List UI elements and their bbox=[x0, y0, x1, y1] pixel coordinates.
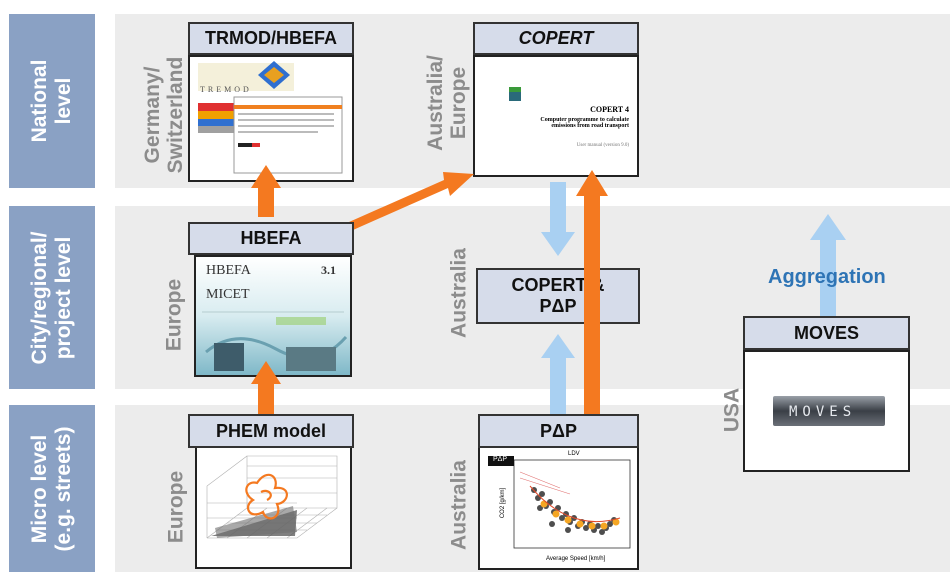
national-level-bar: National level bbox=[9, 14, 95, 188]
pdp-to-combined-arrow bbox=[541, 334, 575, 414]
pdp-cover-xlabel: Average Speed [km/h] bbox=[546, 556, 606, 562]
copert-header: COPERT bbox=[473, 22, 639, 55]
trmod-cover-art bbox=[198, 61, 343, 174]
aggregation-arrow bbox=[810, 214, 846, 316]
copert-cover-subtitle: Computer programme to calculate emission… bbox=[540, 117, 629, 129]
hbefa-to-copert-arrow bbox=[349, 172, 474, 230]
hbefa-cover-micet: MICET bbox=[206, 287, 250, 302]
moves-cover: MOVES bbox=[743, 350, 910, 472]
hbefa-cover-version: 3.1 bbox=[321, 263, 336, 277]
phem-cover bbox=[195, 446, 352, 569]
trmod-cover-word: TREMOD bbox=[200, 85, 252, 94]
pdp-cover-chart-title: LDV bbox=[568, 451, 580, 457]
pdp-cover: PΔP LDV Average Speed [km/h] CO2 [g/km] bbox=[478, 446, 639, 570]
pdp-header: PΔP bbox=[478, 414, 639, 448]
phem-header: PHEM model bbox=[188, 414, 354, 448]
hbefa-cover-title: HBEFA bbox=[206, 263, 251, 278]
hbefa-cover-art bbox=[196, 257, 350, 375]
pdp-cover-tag: PΔP bbox=[493, 456, 508, 463]
copert-to-combined-arrow bbox=[541, 182, 575, 256]
moves-cover-logo: MOVES bbox=[789, 404, 857, 420]
phem-plot-art bbox=[206, 455, 338, 539]
aggregation-label: Aggregation bbox=[768, 266, 886, 288]
copert-cover-title: COPERT 4 bbox=[590, 105, 629, 114]
micro-level-bar: Micro level (e.g. streets) bbox=[9, 405, 95, 572]
phem-to-hbefa-arrow bbox=[251, 361, 281, 416]
copert-pdp-header: COPERT & PΔP bbox=[476, 268, 640, 324]
moves-logo-plate bbox=[773, 396, 885, 426]
city-level-bar: City/regional/ project level bbox=[9, 206, 95, 389]
hbefa-header: HBEFA bbox=[188, 222, 354, 255]
moves-header: MOVES bbox=[743, 316, 910, 350]
copert-cover-manual: User manual (version 9.0) bbox=[576, 143, 629, 148]
copert-cover-art bbox=[509, 87, 521, 101]
hbefa-to-trmod-arrow bbox=[251, 165, 281, 217]
pdp-plot-art bbox=[488, 456, 631, 549]
copert-cover: COPERT 4 Computer programme to calculate… bbox=[473, 55, 639, 177]
pdp-to-copert-arrow-overlay bbox=[584, 196, 600, 414]
trmod-header: TRMOD/HBEFA bbox=[188, 22, 354, 55]
